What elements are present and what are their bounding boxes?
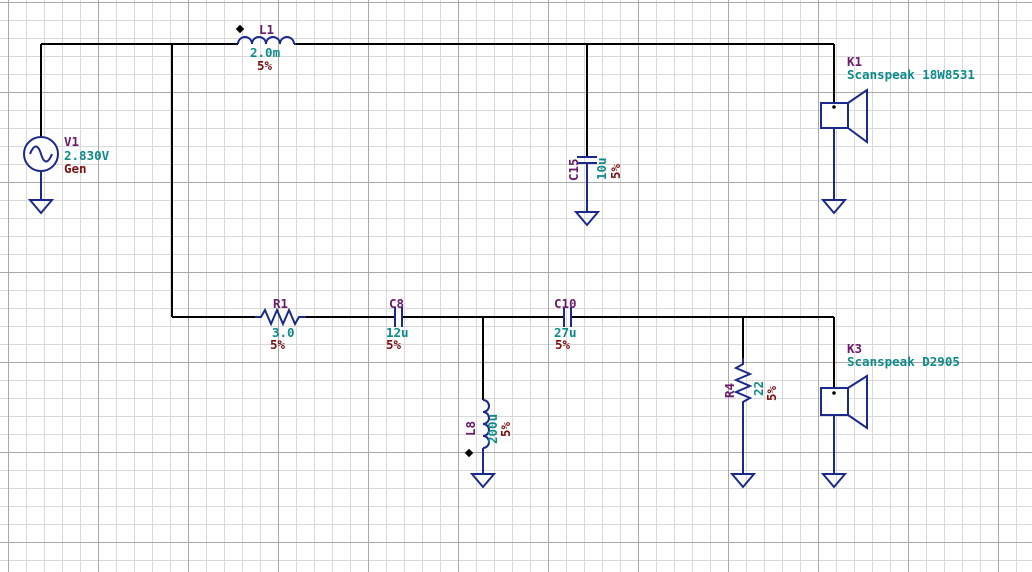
ground-icon: [27, 199, 55, 215]
v1-ref: V1: [64, 134, 79, 149]
c8-ref: C8: [389, 296, 404, 311]
l8-ref: L8: [463, 421, 478, 436]
inductor-icon: [237, 36, 295, 45]
r4-tolerance: 5%: [764, 385, 779, 401]
r1-ref: R1: [273, 296, 288, 311]
c10-ref: C10: [554, 296, 577, 311]
ground-icon: [729, 473, 757, 489]
wires: [40, 43, 835, 400]
inductor-l1[interactable]: L1 2.0m 5%: [235, 22, 296, 73]
resistor-icon: [733, 358, 753, 412]
k1-model: Scanspeak 18W8531: [847, 67, 975, 82]
polarity-dot-icon: [235, 24, 245, 34]
capacitor-c15[interactable]: C15 10u 5%: [566, 156, 623, 227]
ground-icon: [820, 199, 848, 215]
ground-icon: [820, 473, 848, 489]
k1-ref: K1: [847, 54, 862, 69]
c8-tolerance: 5%: [386, 337, 402, 352]
c15-value: 10u: [594, 157, 609, 180]
l1-ref: L1: [259, 22, 274, 37]
resistor-r1[interactable]: R1 3.0 5%: [255, 296, 306, 352]
source-v1[interactable]: V1 2.830V Gen: [23, 134, 110, 215]
c10-value: 27u: [554, 325, 577, 340]
r4-value: 22: [751, 381, 766, 396]
capacitor-c8[interactable]: C8 12u 5%: [386, 296, 409, 352]
resistor-r4[interactable]: R4 22 5%: [722, 358, 779, 489]
r1-value: 3.0: [272, 325, 295, 340]
resistor-icon: [255, 307, 306, 327]
k3-model: Scanspeak D2905: [847, 354, 960, 369]
c15-ref: C15: [566, 158, 581, 181]
c15-tolerance: 5%: [608, 163, 623, 179]
r4-ref: R4: [722, 383, 737, 398]
l8-value: 200u: [485, 414, 500, 444]
ground-icon: [469, 473, 497, 489]
speaker-k3[interactable]: K3 Scanspeak D2905: [820, 341, 960, 489]
v1-value: 2.830V: [64, 148, 110, 163]
l1-value: 2.0m: [250, 45, 281, 60]
inductor-icon: [482, 399, 490, 449]
inductor-l8[interactable]: L8 200u 5%: [463, 399, 513, 489]
r1-tolerance: 5%: [270, 337, 286, 352]
c10-tolerance: 5%: [555, 337, 571, 352]
speaker-k1[interactable]: K1 Scanspeak 18W8531: [820, 54, 975, 215]
polarity-dot-icon: [464, 448, 474, 458]
ground-icon: [573, 211, 601, 227]
capacitor-c10[interactable]: C10 27u 5%: [554, 296, 577, 352]
l1-tolerance: 5%: [257, 58, 273, 73]
l8-tolerance: 5%: [498, 421, 513, 437]
k3-ref: K3: [847, 341, 862, 356]
c8-value: 12u: [386, 325, 409, 340]
v1-label: Gen: [64, 161, 87, 176]
